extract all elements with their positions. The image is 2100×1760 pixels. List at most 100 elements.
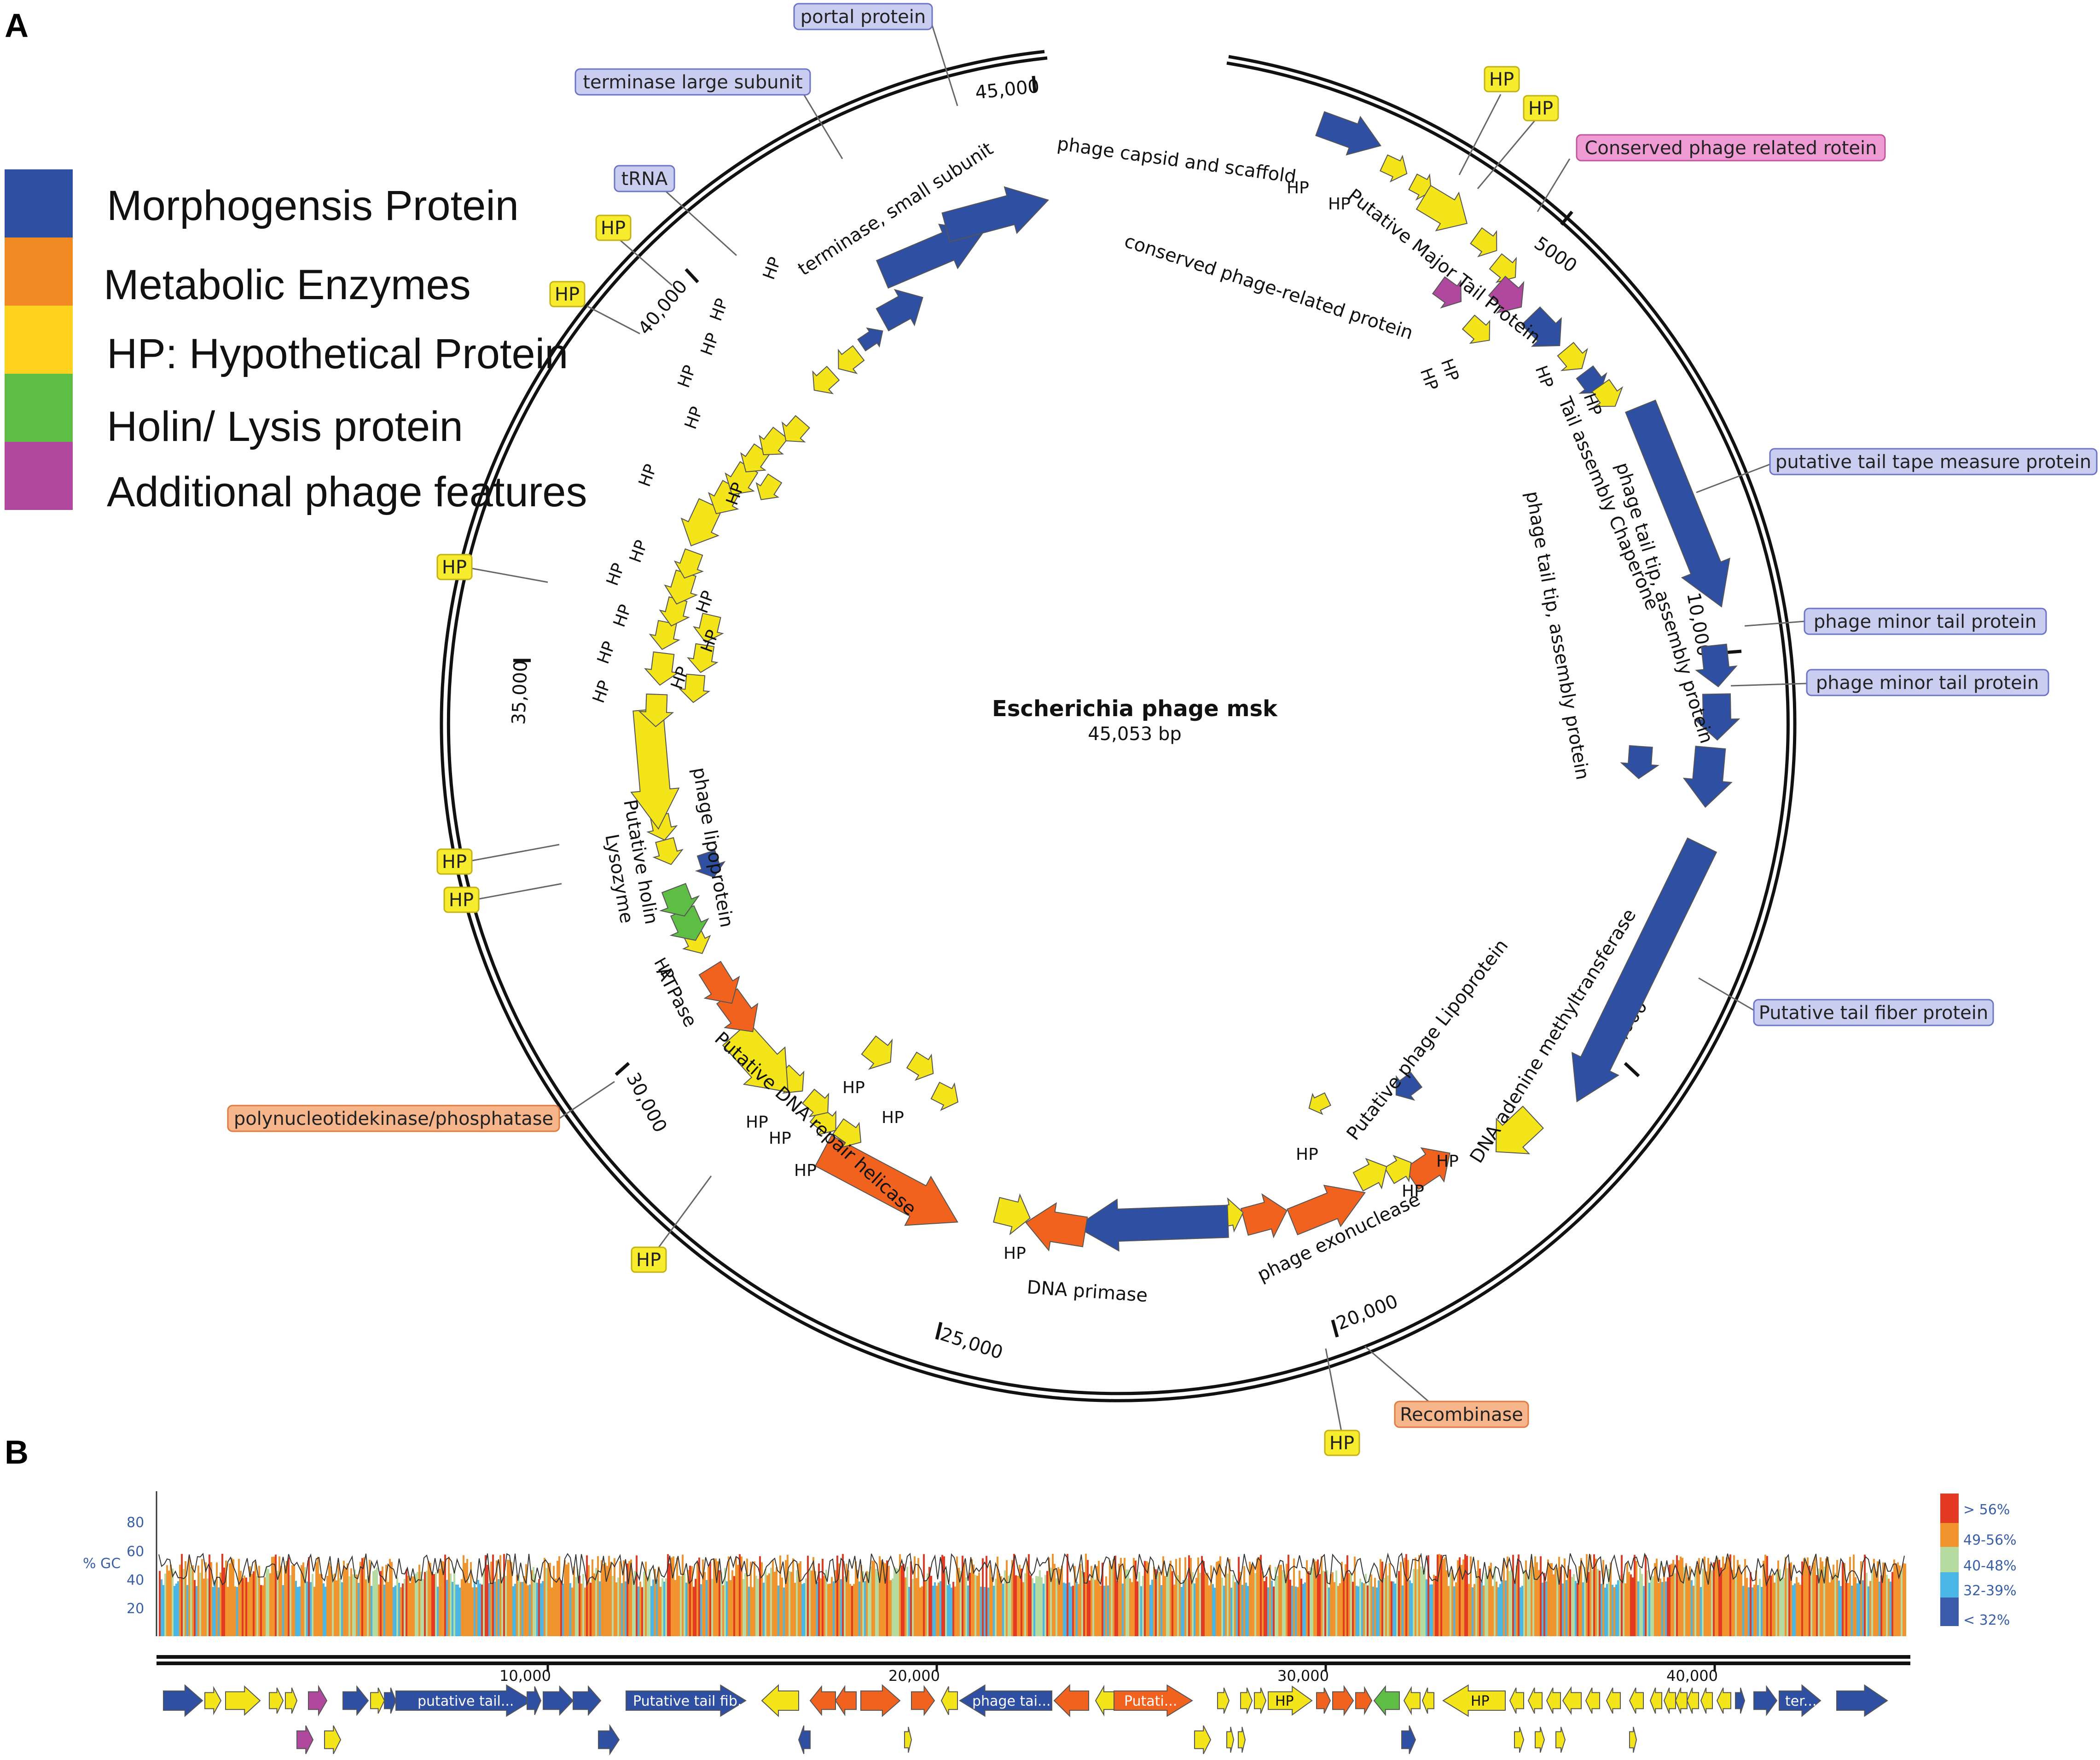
gc-bar — [393, 1587, 394, 1636]
gc-bar — [818, 1563, 820, 1636]
gc-bar — [1133, 1557, 1135, 1636]
gc-bar — [1260, 1555, 1262, 1636]
gc-bar — [1891, 1572, 1893, 1636]
gc-bar — [406, 1569, 407, 1636]
gc-bar — [940, 1581, 941, 1636]
gc-bar — [348, 1576, 350, 1636]
gc-bar — [1199, 1573, 1201, 1636]
gc-bar — [1435, 1576, 1437, 1636]
gc-bar — [698, 1557, 700, 1636]
gc-bar — [809, 1569, 811, 1636]
gc-bar — [1781, 1577, 1783, 1636]
box-portal-protein-text: portal protein — [801, 6, 926, 28]
gc-bar — [735, 1557, 737, 1636]
box-conserved-phage-text: Conserved phage related rotein — [1585, 138, 1877, 159]
gc-bar — [1162, 1556, 1164, 1636]
gc-bar — [1249, 1562, 1251, 1636]
gc-bar — [1787, 1568, 1788, 1636]
gc-bar — [1376, 1587, 1378, 1636]
gc-bar — [870, 1566, 871, 1636]
gc-bar — [1374, 1578, 1376, 1636]
gc-bar — [1326, 1570, 1328, 1636]
gc-bar — [1210, 1565, 1212, 1636]
gc-bar — [1718, 1559, 1720, 1636]
gc-bar — [930, 1575, 932, 1636]
gc-bar — [1648, 1582, 1650, 1636]
gc-bar — [266, 1567, 267, 1636]
gc-bar — [1466, 1556, 1468, 1636]
hp-label-23: HP — [1004, 1244, 1026, 1263]
gc-bar — [1392, 1581, 1394, 1636]
linear-gene-morph-48 — [1735, 1687, 1746, 1714]
linear-gene-hp-27 — [1268, 1685, 1313, 1716]
gene-arrow-morph-13 — [1625, 399, 1730, 608]
gc-bar — [1707, 1558, 1709, 1636]
gc-bar — [1599, 1570, 1601, 1636]
gc-bar — [1289, 1580, 1291, 1636]
gc-bar — [1538, 1570, 1540, 1636]
gc-bar — [1590, 1554, 1591, 1636]
gc-bar — [433, 1574, 435, 1636]
gc-bar — [1510, 1569, 1512, 1636]
gc-bar — [1512, 1555, 1514, 1636]
gc-bar — [1713, 1562, 1715, 1636]
linear-gene-morph-20 — [959, 1684, 1052, 1717]
gc-bar — [1536, 1562, 1538, 1636]
gc-bar — [1367, 1585, 1369, 1636]
gc-bar — [1153, 1567, 1155, 1636]
gc-bar — [1439, 1554, 1440, 1636]
gc-bar — [367, 1575, 369, 1636]
gc-bar — [1313, 1559, 1315, 1636]
gc-bar — [242, 1578, 244, 1636]
gc-bar — [597, 1556, 599, 1636]
gc-bar — [1284, 1574, 1286, 1636]
gc-bar — [1790, 1562, 1792, 1636]
hp-box-left3: HP — [436, 554, 473, 580]
gc-bar — [1306, 1560, 1308, 1636]
gc-bar — [1696, 1565, 1698, 1636]
gc-bar — [917, 1558, 919, 1636]
gc-bar — [323, 1583, 325, 1636]
hp-label-24: HP — [842, 1078, 865, 1097]
gc-bar — [358, 1583, 360, 1636]
gc-bar — [1704, 1557, 1706, 1636]
gc-bar — [337, 1563, 339, 1636]
gc-bar — [1339, 1583, 1341, 1636]
gc-bar — [1884, 1563, 1886, 1636]
gc-bar — [1687, 1577, 1689, 1636]
gc-bar — [1221, 1577, 1223, 1636]
gene-arrow-hp-65 — [812, 365, 840, 394]
gc-bar — [1381, 1562, 1383, 1636]
hp-box-left5: HP — [443, 886, 480, 913]
gc-bar — [1601, 1584, 1602, 1636]
box-minor-tail-1: phage minor tail protein — [1804, 608, 2047, 635]
linear-gene-morph-55 — [798, 1725, 811, 1754]
gc-bar — [1448, 1586, 1450, 1636]
gene-arrow-morph-16 — [1682, 746, 1733, 808]
linear-gene-hp-33 — [1421, 1687, 1434, 1714]
linear-gene-hp-39 — [1585, 1687, 1600, 1714]
gc-bar — [1426, 1579, 1427, 1636]
gc-bar — [1768, 1575, 1770, 1636]
gc-bar — [363, 1557, 365, 1636]
gc-bar — [1479, 1569, 1481, 1636]
gc-bar — [1205, 1574, 1207, 1636]
gc-bar — [840, 1579, 842, 1636]
gc-bar — [429, 1563, 431, 1636]
gc-bar — [1836, 1560, 1838, 1636]
gc-bar — [1337, 1586, 1339, 1636]
gc-bar — [1135, 1560, 1137, 1636]
gc-bar — [1798, 1582, 1799, 1636]
gc-bar — [739, 1554, 741, 1636]
gc-bar — [1740, 1573, 1742, 1636]
gc-bar — [1764, 1554, 1766, 1636]
linear-gene-metab-28 — [1316, 1687, 1331, 1714]
gc-bar — [958, 1568, 960, 1636]
gc-bar — [724, 1568, 726, 1636]
gc-bar — [1831, 1575, 1833, 1636]
gc-bar — [1236, 1581, 1238, 1636]
gc-bar — [1022, 1582, 1024, 1636]
gc-bar — [512, 1586, 514, 1636]
gc-bar — [1370, 1574, 1372, 1636]
gc-bar — [1753, 1585, 1755, 1636]
